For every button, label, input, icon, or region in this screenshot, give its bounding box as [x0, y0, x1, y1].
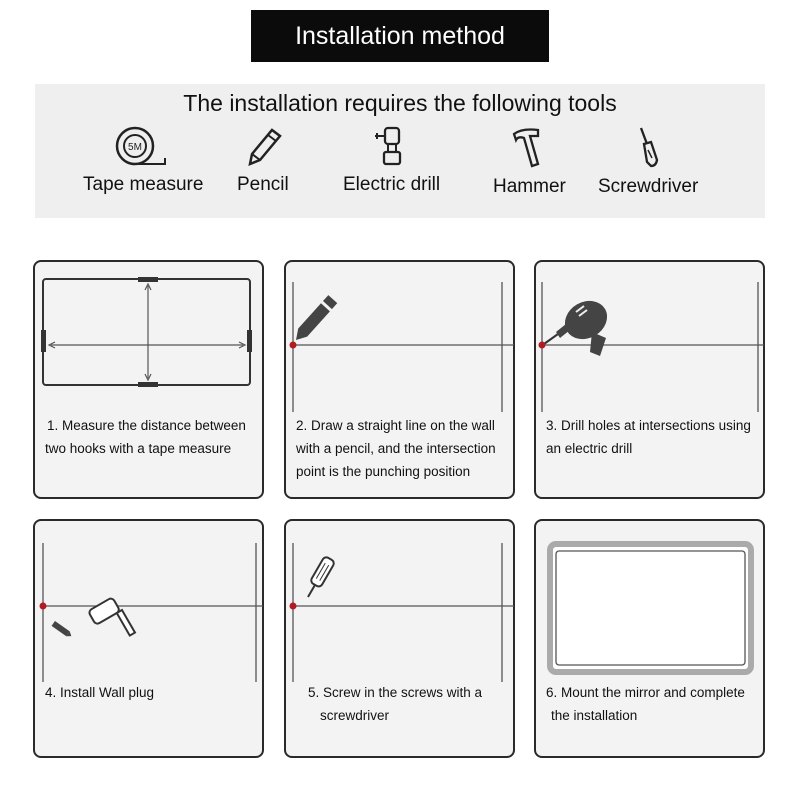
tool-electric-drill: Electric drill: [343, 124, 440, 196]
step-card-4: 4. Install Wall plug: [33, 519, 264, 758]
step-text: 1. Measure the distance between two hook…: [45, 418, 246, 456]
hammer-icon: [88, 597, 137, 637]
tool-label: Screwdriver: [598, 176, 699, 197]
pencil-line-diagram: [289, 282, 514, 412]
tool-label: Pencil: [237, 174, 289, 195]
step-card-3: 3. Drill holes at intersections using an…: [534, 260, 765, 499]
step-text: 5. Screw in the screws with a screwdrive…: [308, 685, 483, 723]
wall-plug-icon: [51, 621, 72, 637]
drill-diagram: [538, 282, 764, 412]
tool-hammer: Hammer: [493, 126, 566, 198]
mirror-diagram: [547, 541, 754, 675]
tools-panel: The installation requires the following …: [35, 84, 765, 218]
measure-diagram: [41, 277, 252, 387]
wall-plug-diagram: [39, 543, 263, 682]
tool-tape-measure: 5M Tape measure: [83, 124, 203, 196]
pencil-icon: [248, 128, 282, 167]
tool-label: Tape measure: [83, 174, 204, 195]
tape-measure-icon: 5M: [115, 126, 167, 166]
electric-drill-icon: [374, 126, 401, 166]
step-text: 6. Mount the mirror and complete the ins…: [546, 685, 745, 723]
screw-diagram: [289, 543, 514, 682]
page-title: Installation method: [251, 10, 549, 62]
step-card-6: 6. Mount the mirror and complete the ins…: [534, 519, 765, 758]
electric-drill-icon: [543, 300, 608, 356]
tool-pencil: Pencil: [237, 124, 289, 196]
screwdriver-icon: [640, 127, 659, 168]
tools-heading: The installation requires the following …: [183, 90, 617, 116]
tool-label: Electric drill: [343, 174, 441, 195]
pencil-icon: [296, 295, 338, 340]
step-text: 4. Install Wall plug: [45, 685, 155, 700]
step-card-1: 1. Measure the distance between two hook…: [33, 260, 264, 499]
step-card-2: 2. Draw a straight line on the wall with…: [284, 260, 515, 499]
step-text: 3. Drill holes at intersections using an…: [546, 418, 751, 456]
tool-screwdriver: Screwdriver: [598, 126, 698, 198]
screwdriver-icon: [307, 556, 335, 598]
hammer-icon: [513, 128, 540, 168]
tool-label: Hammer: [493, 176, 566, 197]
svg-text:5M: 5M: [128, 142, 142, 153]
step-text: 2. Draw a straight line on the wall with…: [296, 418, 496, 479]
step-card-5: 5. Screw in the screws with a screwdrive…: [284, 519, 515, 758]
